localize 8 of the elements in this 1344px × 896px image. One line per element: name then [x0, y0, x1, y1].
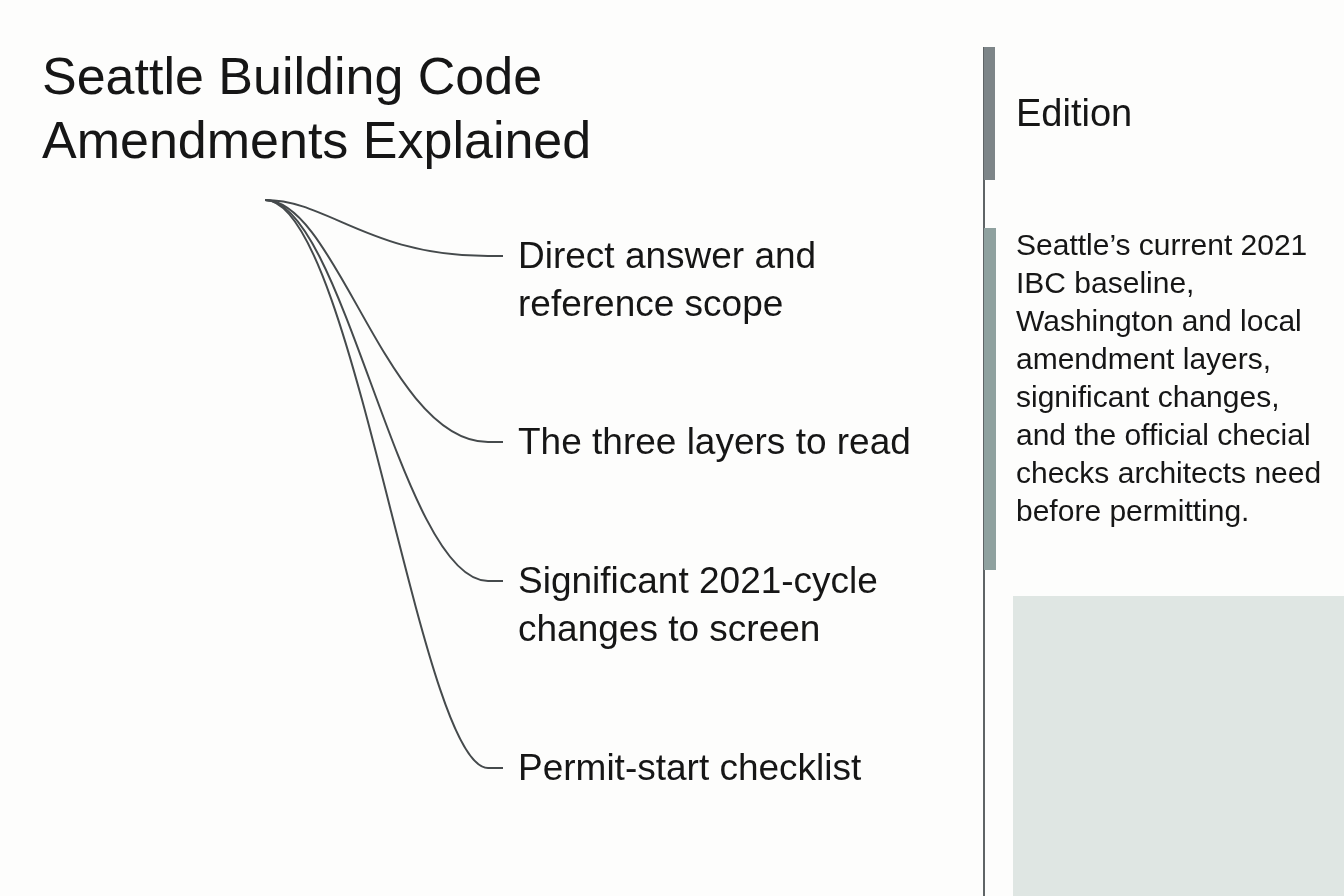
section-heading: Edition [1016, 91, 1133, 136]
topic-text: Direct answer and reference scope [503, 232, 938, 328]
topic-text: Permit-start checklist [503, 744, 938, 792]
connector-line [264, 199, 504, 769]
description-text: Seattle’s current 2021 IBC baseline, Washington and local amendment layers, significant changes, and the official checial checks architects need before permitting. [1016, 227, 1323, 529]
topic-text: Significant 2021-cycle changes to screen [503, 557, 938, 653]
title: Seattle Building Code Amendments Explained [42, 46, 593, 171]
topic-text: The three layers to read [503, 418, 938, 466]
